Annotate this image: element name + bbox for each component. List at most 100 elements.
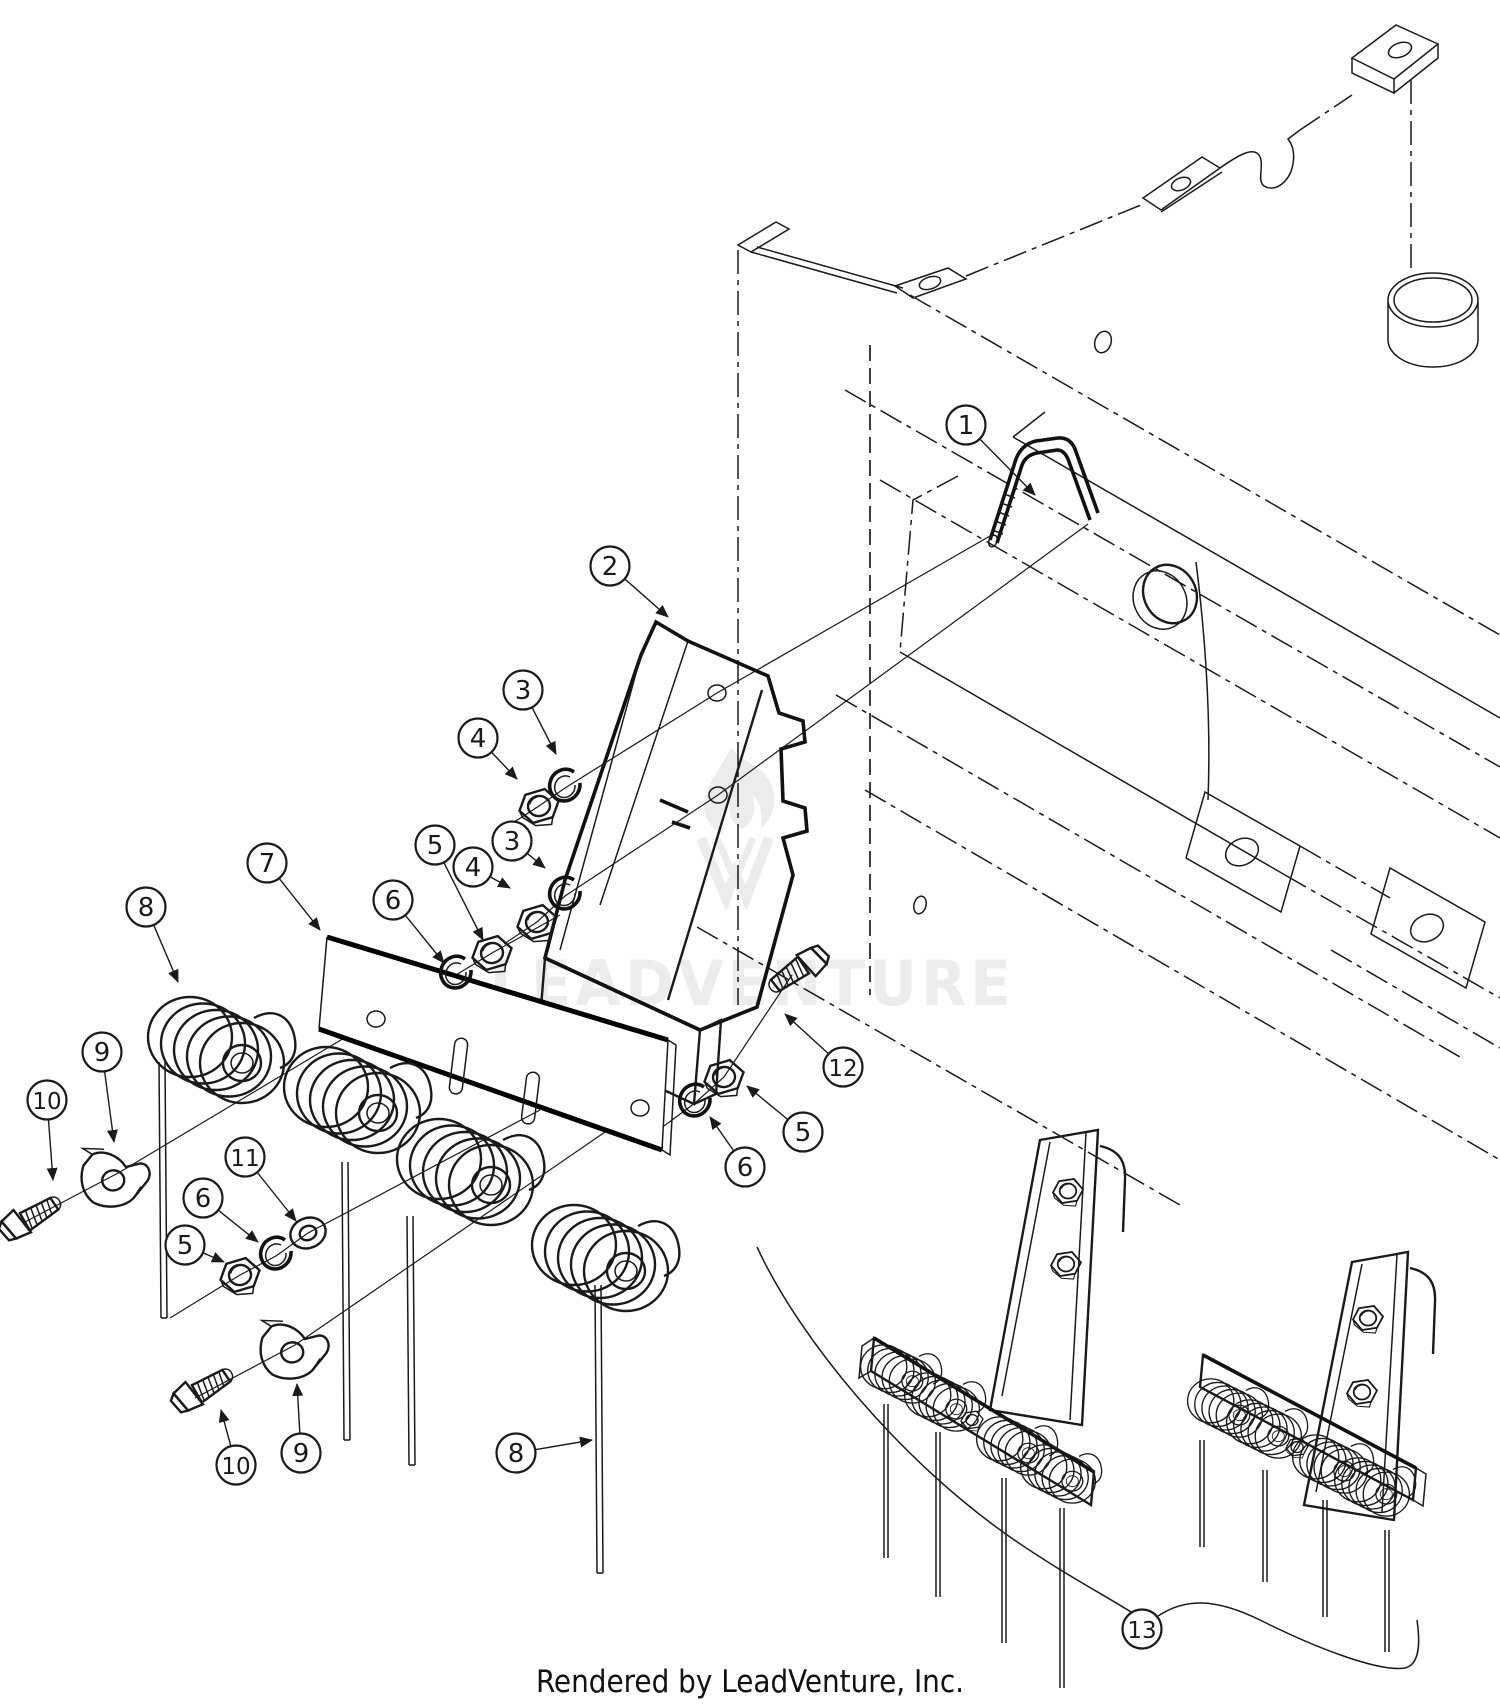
tine-spring-2 bbox=[282, 1045, 433, 1155]
module-left-nut-upper bbox=[1052, 1178, 1084, 1207]
callout-bubble bbox=[502, 669, 544, 711]
callout-number: 3 bbox=[504, 827, 521, 857]
callout-number: 3 bbox=[515, 676, 532, 706]
callout-11-12: 11 bbox=[224, 1136, 297, 1222]
callout-leader-arrow bbox=[979, 438, 1036, 496]
callout-number: 8 bbox=[508, 1439, 525, 1469]
callout-bubble bbox=[1121, 1608, 1163, 1650]
module-right-nut-upper bbox=[1352, 1305, 1384, 1334]
callout-bubble bbox=[457, 717, 499, 759]
callout-number: 1 bbox=[958, 411, 975, 441]
callout-number: 4 bbox=[470, 724, 487, 754]
module-left-nut-lower bbox=[1050, 1251, 1082, 1280]
callout-3-4: 3 bbox=[491, 820, 546, 869]
callout-10-11: 10 bbox=[26, 1079, 68, 1181]
tine-clamp-part-9-upper bbox=[77, 1140, 154, 1211]
tine-spring-3 bbox=[395, 1117, 546, 1227]
hex-nut-part-4-lower bbox=[513, 902, 561, 946]
callout-leader-arrow bbox=[256, 1171, 297, 1222]
callout-1-0: 1 bbox=[945, 404, 1036, 496]
callout-2-1: 2 bbox=[589, 545, 669, 618]
callout-number: 11 bbox=[230, 1146, 259, 1172]
callout-bubble bbox=[452, 846, 494, 888]
callout-9-18: 9 bbox=[280, 1383, 322, 1474]
tine-leg-4 bbox=[594, 1284, 604, 1574]
tine-spring-4 bbox=[530, 1203, 681, 1313]
hex-bolt-part-10-upper bbox=[0, 1186, 68, 1247]
callout-6-13: 6 bbox=[182, 1177, 259, 1243]
callout-bubble bbox=[491, 820, 533, 862]
tine-leg-3 bbox=[406, 1215, 416, 1466]
watermark-v-icon bbox=[696, 836, 774, 912]
callout-13-brace bbox=[756, 1246, 1420, 1670]
callout-leader-arrow bbox=[489, 876, 511, 889]
callout-7-8: 7 bbox=[246, 842, 321, 931]
callout-bubble bbox=[945, 404, 987, 446]
callout-leader-arrow bbox=[404, 914, 445, 964]
footer-credit: Rendered by LeadVenture, Inc. bbox=[535, 1664, 965, 1700]
callout-bubble bbox=[724, 1146, 766, 1188]
tine-leg-1 bbox=[158, 1061, 168, 1319]
callout-5-6: 5 bbox=[414, 824, 484, 941]
callout-10-19: 10 bbox=[215, 1409, 257, 1486]
callout-number: 8 bbox=[138, 893, 155, 923]
callout-bubble bbox=[182, 1177, 224, 1219]
callout-6-17: 6 bbox=[709, 1116, 766, 1188]
callout-bubble bbox=[822, 1046, 864, 1088]
callout-bubble bbox=[215, 1444, 257, 1486]
callout-number: 5 bbox=[177, 1231, 194, 1261]
hex-bolt-part-10-lower bbox=[165, 1358, 240, 1419]
callout-number: 12 bbox=[828, 1056, 857, 1082]
callout-number: 13 bbox=[1127, 1618, 1156, 1644]
callout-number: 6 bbox=[737, 1153, 754, 1183]
assembled-module-right bbox=[1186, 1250, 1437, 1652]
callout-leader-arrow bbox=[531, 707, 557, 755]
tine-leg-2 bbox=[341, 1161, 351, 1441]
watermark-text: LEADVENTURE bbox=[490, 947, 1015, 1020]
u-bolt-part-1 bbox=[987, 436, 1100, 548]
callout-leader-arrow bbox=[443, 862, 484, 941]
callout-leader-arrow bbox=[217, 1209, 259, 1243]
hex-nut-part-4-upper bbox=[515, 786, 563, 830]
callout-number: 4 bbox=[465, 853, 482, 883]
callout-leader-arrow bbox=[490, 751, 518, 780]
callout-5-16: 5 bbox=[746, 1085, 824, 1153]
equipment-frame-outline bbox=[696, 24, 1500, 1206]
callout-6-7: 6 bbox=[372, 879, 445, 964]
tine-clamp-part-9-lower bbox=[256, 1312, 333, 1383]
callout-12-15: 12 bbox=[784, 1013, 864, 1088]
callout-number: 2 bbox=[602, 552, 619, 582]
callout-bubble bbox=[495, 1432, 537, 1474]
callout-leader-arrow bbox=[784, 1013, 830, 1055]
callout-bubble bbox=[589, 545, 631, 587]
callout-leader-arrow bbox=[218, 1409, 232, 1447]
callout-number: 5 bbox=[427, 831, 444, 861]
callout-8-9: 8 bbox=[125, 886, 179, 983]
lock-washer-part-6-bottom bbox=[258, 1235, 293, 1271]
callout-number: 6 bbox=[385, 886, 402, 916]
callout-3-2: 3 bbox=[502, 669, 557, 755]
callout-leader-arrow bbox=[202, 1252, 225, 1263]
callout-13-21: 13 bbox=[1121, 1608, 1163, 1650]
leadventure-watermark: LEADVENTURE bbox=[490, 748, 1015, 1020]
tine-plate-part-7 bbox=[318, 934, 677, 1157]
tine-spring-1 bbox=[146, 995, 297, 1105]
callout-leader-arrow bbox=[746, 1085, 789, 1121]
callout-bubble bbox=[81, 1031, 123, 1073]
callout-number: 6 bbox=[195, 1184, 212, 1214]
callout-leader-arrow bbox=[709, 1116, 735, 1152]
watermark-v-inner-icon bbox=[713, 836, 757, 889]
hex-nut-part-5-bottom bbox=[216, 1255, 264, 1299]
callout-4-3: 4 bbox=[457, 717, 518, 780]
callout-bubble bbox=[782, 1111, 824, 1153]
callout-number: 10 bbox=[32, 1089, 61, 1115]
callout-number: 10 bbox=[221, 1454, 250, 1480]
callout-leader-arrow bbox=[526, 852, 546, 869]
callout-bubble bbox=[224, 1136, 266, 1178]
module-right-nut-lower bbox=[1346, 1379, 1378, 1408]
callout-bubble bbox=[246, 842, 288, 884]
callout-leader-arrow bbox=[292, 1383, 304, 1434]
